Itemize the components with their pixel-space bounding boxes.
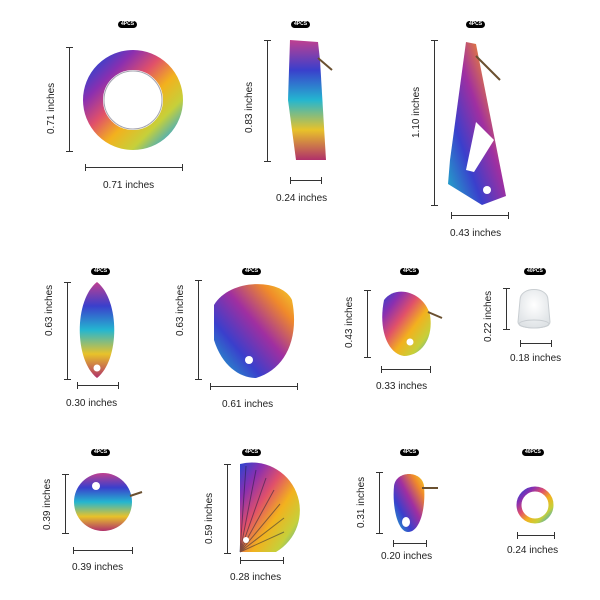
width-label: 0.28 inches: [230, 572, 282, 583]
width-dimension: [85, 164, 183, 171]
width-dimension: [451, 212, 509, 219]
width-dimension: [520, 340, 552, 347]
width-dimension: [210, 383, 298, 390]
width-label: 0.39 inches: [72, 562, 124, 573]
width-label: 0.33 inches: [376, 381, 428, 392]
width-label: 0.24 inches: [507, 545, 559, 556]
width-label: 0.24 inches: [276, 193, 328, 204]
qty-badge: 4PCS: [400, 449, 420, 456]
qty-badge: 40PCS: [524, 268, 546, 275]
width-label: 0.18 inches: [510, 353, 562, 364]
qty-badge: 4PCS: [466, 21, 486, 28]
qty-badge: 4PCS: [291, 21, 311, 28]
width-label: 0.20 inches: [381, 551, 433, 562]
width-dimension: [240, 557, 284, 564]
height-dimension: [431, 40, 438, 206]
height-dimension: [66, 47, 73, 152]
height-dimension: [195, 280, 202, 380]
width-dimension: [393, 540, 427, 547]
qty-badge: 4PCS: [91, 449, 111, 456]
qty-badge: 4PCS: [242, 449, 262, 456]
height-dimension: [64, 282, 71, 380]
width-label: 0.71 inches: [103, 180, 155, 191]
height-dimension: [224, 464, 231, 554]
width-dimension: [77, 382, 119, 389]
height-dimension: [264, 40, 271, 162]
qty-badge: 4PCS: [118, 21, 138, 28]
qty-badge: 4PCS: [91, 268, 111, 275]
height-dimension: [62, 474, 69, 534]
qty-badge: 40PCS: [522, 449, 544, 456]
width-label: 0.30 inches: [66, 398, 118, 409]
height-dimension: [364, 290, 371, 358]
height-dimension: [503, 288, 510, 330]
height-dimension: [376, 472, 383, 534]
width-dimension: [381, 366, 431, 373]
width-label: 0.61 inches: [222, 399, 274, 410]
qty-badge: 4PCS: [400, 268, 420, 275]
width-label: 0.43 inches: [450, 228, 502, 239]
width-dimension: [517, 532, 555, 539]
width-dimension: [290, 177, 322, 184]
qty-badge: 4PCS: [242, 268, 262, 275]
width-dimension: [73, 547, 133, 554]
